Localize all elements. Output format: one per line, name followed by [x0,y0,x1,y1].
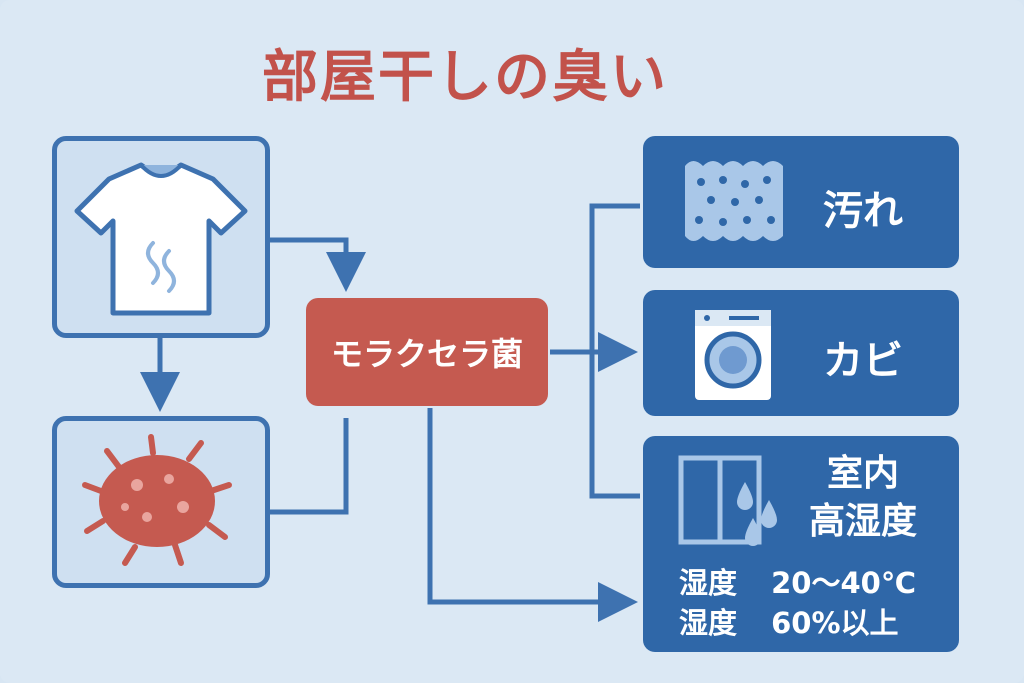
cause-humidity-label: 室内 高湿度 [809,453,918,542]
cause-humidity: 室内 高湿度 湿度 20〜40℃ 湿度 60%以上 [643,436,959,652]
tshirt-icon [74,162,248,316]
cause-dirt-label: 汚れ [823,188,903,234]
moraxella-label: モラクセラ菌 [330,335,523,373]
moraxella-node: モラクセラ菌 [306,298,548,406]
shirt-panel [52,136,270,338]
connector-center-to-conditions [427,408,638,622]
bacteria-panel [52,416,270,588]
cause-mold: カビ [643,290,959,416]
condition-humidity-value: 60%以上 [771,606,899,640]
connector-bracket [589,203,640,499]
diagram-title: 部屋干しの臭い [262,45,668,110]
washing-machine-icon [695,310,771,400]
condition-humidity-key: 湿度 [679,606,738,640]
condition-temperature-value: 20〜40℃ [771,566,916,600]
connector-bacteria-to-center [270,418,349,515]
condition-temperature-key: 湿度 [679,566,738,600]
sponge-icon [685,161,783,241]
window-droplets-icon [678,455,777,546]
condition-temperature: 湿度 20〜40℃ [679,560,916,602]
condition-humidity: 湿度 60%以上 [679,600,899,642]
bacteria-icon [82,434,232,566]
cause-mold-label: カビ [823,338,903,384]
connector-shirt-to-center [270,237,366,292]
cause-dirt: 汚れ [643,136,959,268]
